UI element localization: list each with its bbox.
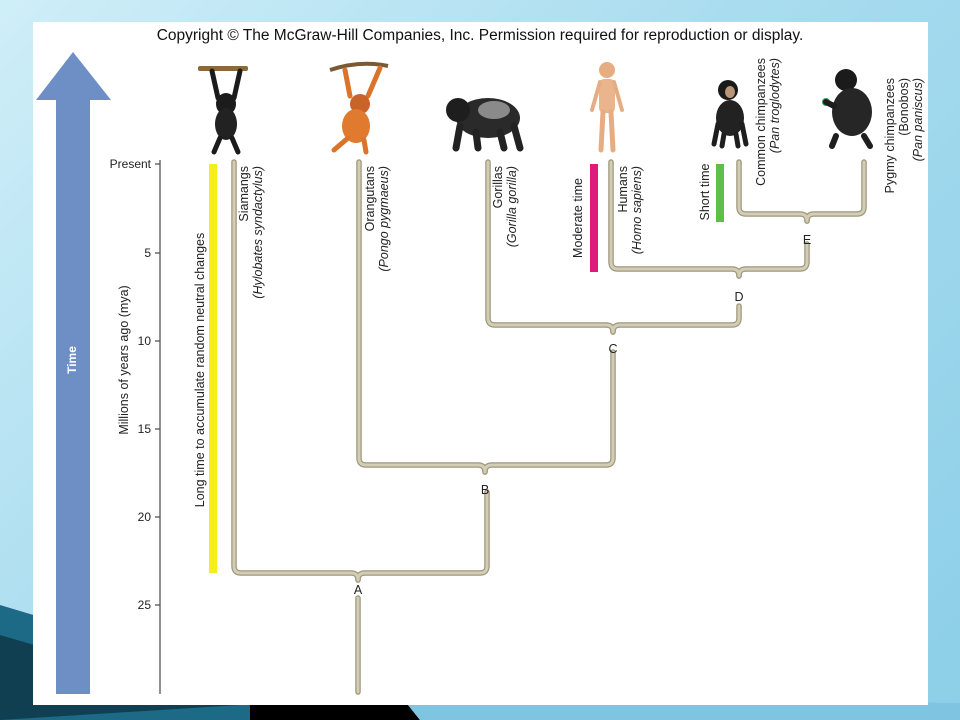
chimp-sci-name: (Pan troglodytes) — [768, 58, 782, 153]
gorilla-name: Gorillas — [491, 166, 505, 208]
gorilla-sci-name: (Gorilla gorilla) — [505, 166, 519, 247]
gorilla-illustration — [446, 98, 524, 152]
siamang-name: Siamangs — [237, 166, 251, 222]
node-D: D — [734, 290, 743, 304]
orangutan-sci-name: (Pongo pygmaeus) — [377, 166, 391, 272]
phylogeny-branches — [231, 159, 867, 695]
long-time-label: Long time to accumulate random neutral c… — [193, 233, 207, 507]
tick-label-present: Present — [110, 157, 152, 171]
tick-label-15: 15 — [138, 422, 152, 436]
bonobo-illustration — [822, 69, 873, 149]
moderate-time-bar — [590, 164, 598, 272]
node-B: B — [481, 483, 489, 497]
tick-label-25: 25 — [138, 598, 152, 612]
orangutan-illustration — [329, 61, 389, 155]
node-A: A — [354, 583, 363, 597]
human-illustration — [590, 62, 624, 153]
orangutan-name: Orangutans — [363, 166, 377, 231]
moderate-time-label: Moderate time — [571, 178, 585, 258]
siamang-illustration — [198, 66, 248, 155]
short-time-label: Short time — [698, 163, 712, 220]
node-C: C — [608, 342, 617, 356]
time-axis: Present 5 10 15 20 25 Millions of years … — [110, 157, 161, 694]
time-arrow: Time — [36, 52, 111, 694]
long-time-bar — [209, 164, 217, 573]
time-arrow-label: Time — [65, 346, 79, 374]
siamang-sci-name: (Hylobates syndactylus) — [251, 166, 265, 299]
human-name: Humans — [616, 166, 630, 213]
chimp-illustration — [711, 80, 749, 149]
chimp-name: Common chimpanzees — [754, 58, 768, 186]
tick-label-10: 10 — [138, 334, 152, 348]
human-sci-name: (Homo sapiens) — [630, 166, 644, 254]
tick-label-5: 5 — [144, 246, 151, 260]
axis-title: Millions of years ago (mya) — [117, 285, 131, 434]
copyright-notice: Copyright © The McGraw-Hill Companies, I… — [157, 27, 804, 44]
short-time-bar — [716, 164, 724, 222]
node-E: E — [803, 233, 811, 247]
bonobo-name: Pygmy chimpanzees — [883, 78, 897, 193]
bonobo-alt-name: (Bonobos) — [897, 78, 911, 136]
bonobo-sci-name: (Pan paniscus) — [911, 78, 925, 161]
tick-label-20: 20 — [138, 510, 152, 524]
